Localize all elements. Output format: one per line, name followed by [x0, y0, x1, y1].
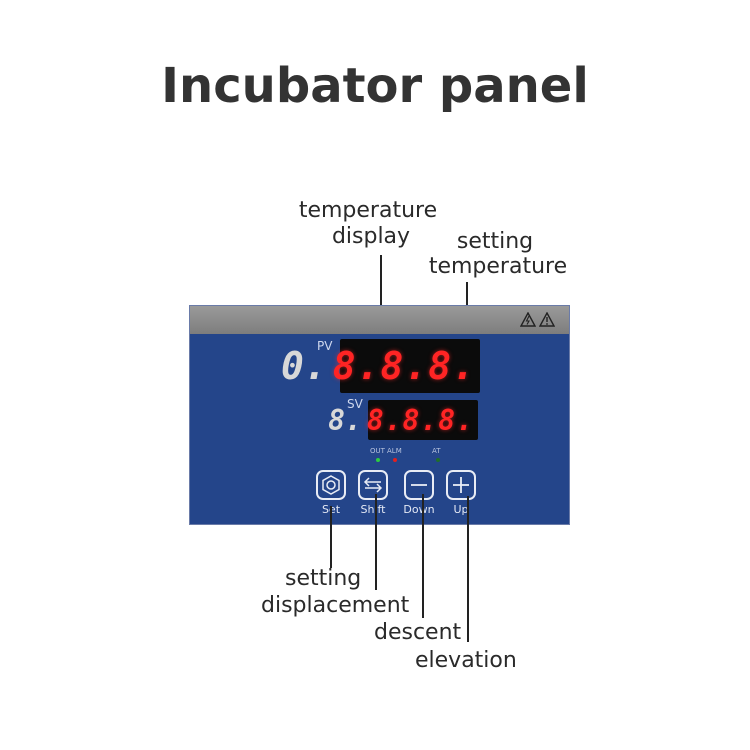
led-label-at: AT [432, 447, 441, 455]
electric-warning-icon [520, 312, 536, 327]
shift-button[interactable] [358, 470, 388, 500]
callout-temperature-display-2: display [0, 224, 742, 250]
sv-label: SV [347, 397, 363, 411]
hexagon-icon [322, 475, 340, 495]
shift-button-label: Shift [360, 503, 386, 516]
set-button[interactable] [316, 470, 346, 500]
up-button[interactable] [446, 470, 476, 500]
callout-setting: setting [285, 566, 362, 591]
sv-digits: 8.8.8. [366, 403, 474, 437]
callout-setting-temperature-2: temperature [0, 254, 750, 280]
shift-arrows-icon [363, 477, 383, 493]
led-alm [393, 458, 397, 462]
led-out [376, 458, 380, 462]
plus-icon [453, 477, 469, 493]
minus-icon [411, 484, 427, 486]
callout-setting-temperature-line2: temperature [428, 254, 568, 279]
up-button-label: Up [453, 503, 469, 516]
sv-display: 8. 8.8.8. [328, 400, 478, 440]
down-button[interactable] [404, 470, 434, 500]
down-button-label: Down [403, 503, 435, 516]
callout-descent: descent [374, 620, 462, 645]
pv-display: 0. 8.8.8. [281, 339, 480, 393]
caution-warning-icon [539, 312, 555, 327]
pv-lead-digit: 0. [280, 344, 327, 388]
led-label-out: OUT [370, 447, 385, 455]
leader-line-up [467, 496, 469, 642]
incubator-control-panel: PV 0. 8.8.8. SV 8. 8.8.8. OUT ALM AT Set… [189, 305, 570, 525]
leader-line-down [422, 494, 424, 618]
leader-line-shift [375, 494, 377, 590]
callout-setting-temperature: setting [0, 229, 750, 255]
callout-displacement: displacement [261, 593, 410, 618]
sv-lead-digit: 8. [328, 403, 362, 437]
callout-elevation: elevation [415, 648, 517, 673]
panel-top-bar [190, 306, 569, 334]
leader-line-pv [380, 255, 382, 345]
callout-temperature-display-line2: display [331, 224, 411, 249]
callout-temperature-display-line1: temperature [298, 198, 438, 223]
led-at [436, 458, 440, 462]
leader-line-set [330, 506, 332, 568]
pv-digits: 8.8.8. [332, 344, 476, 388]
callout-setting-temperature-line1: setting [456, 229, 534, 254]
pv-label: PV [317, 339, 333, 353]
led-label-alm: ALM [387, 447, 402, 455]
callout-temperature-display: temperature [0, 198, 736, 224]
page-title: Incubator panel [161, 58, 589, 114]
